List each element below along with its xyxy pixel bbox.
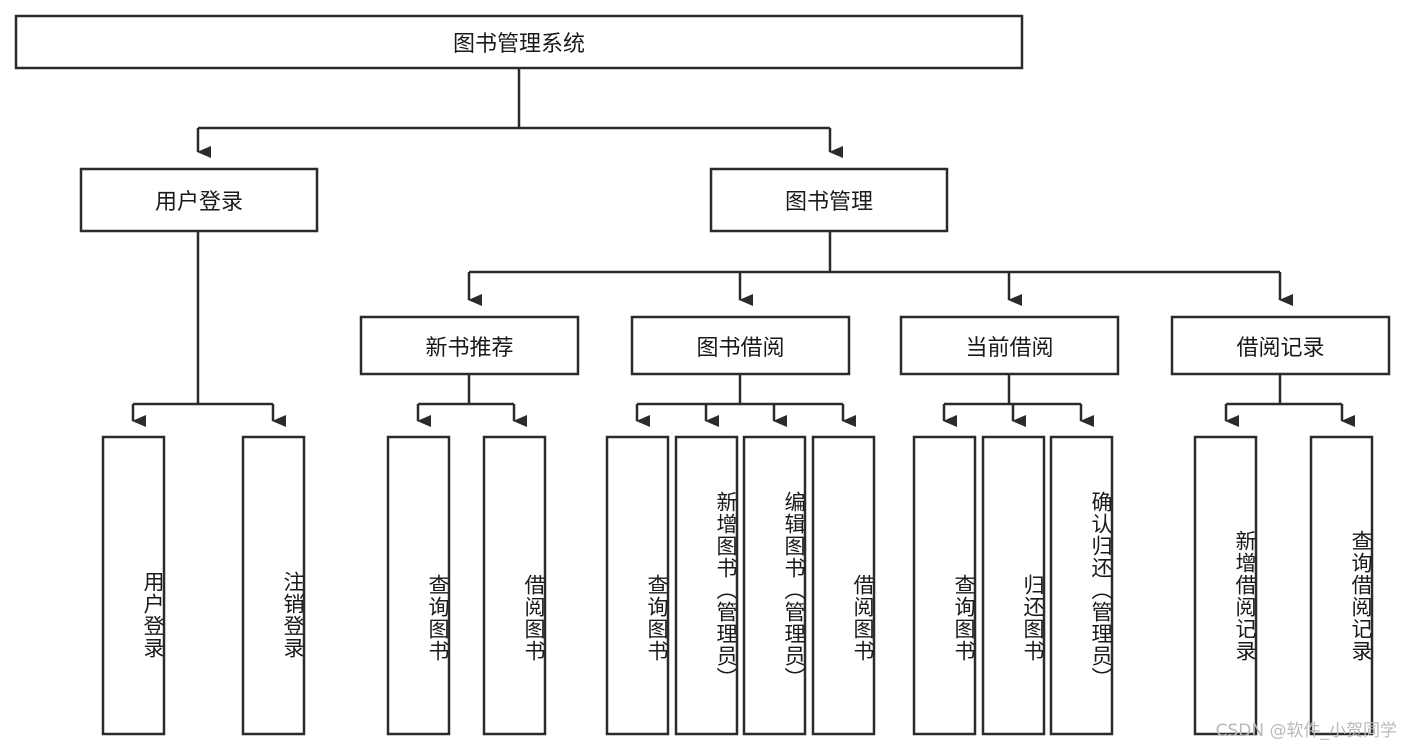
node-leaf-box[interactable] bbox=[1049, 435, 1114, 736]
node-leaf-box[interactable] bbox=[386, 435, 451, 736]
node-leaf-box[interactable] bbox=[742, 435, 807, 736]
node-leaf-box[interactable] bbox=[482, 435, 547, 736]
node-book-manage-box[interactable] bbox=[709, 167, 949, 233]
node-leaf-box[interactable] bbox=[1309, 435, 1374, 736]
node-leaf-box[interactable] bbox=[981, 435, 1046, 736]
node-leaf-box[interactable] bbox=[674, 435, 739, 736]
node-leaf-box[interactable] bbox=[605, 435, 670, 736]
node-borrow-record-box[interactable] bbox=[1170, 315, 1391, 376]
node-leaf-box[interactable] bbox=[101, 435, 166, 736]
node-user-login-box[interactable] bbox=[79, 167, 319, 233]
node-new-book-recommend-box[interactable] bbox=[359, 315, 580, 376]
node-root-box[interactable] bbox=[14, 14, 1024, 70]
node-book-borrow-box[interactable] bbox=[630, 315, 851, 376]
node-leaf-box[interactable] bbox=[241, 435, 306, 736]
node-leaf-box[interactable] bbox=[912, 435, 977, 736]
node-leaf-box[interactable] bbox=[811, 435, 876, 736]
node-current-borrow-box[interactable] bbox=[899, 315, 1120, 376]
node-leaf-box[interactable] bbox=[1193, 435, 1258, 736]
